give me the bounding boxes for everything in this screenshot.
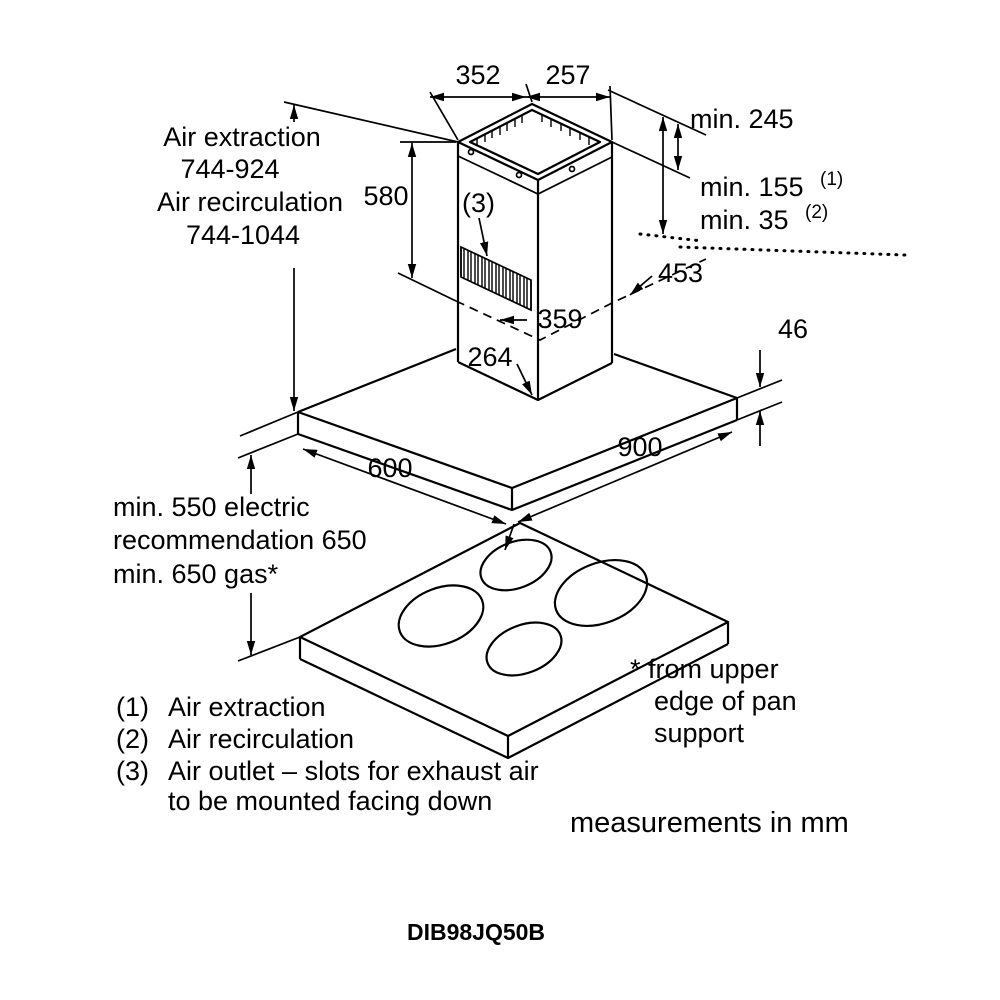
dim-ceiling-clearance-label: min. 245 (690, 104, 794, 134)
height-range-line4: 744-1044 (186, 220, 300, 250)
footnote1-num: (1) (116, 692, 149, 722)
dim-joint-extraction-label: min. 155 (700, 172, 804, 202)
pan-note-line2: edge of pan (654, 686, 797, 716)
dim-264-label: 264 (467, 342, 512, 372)
dim-canopy-thickness-label: 46 (778, 314, 808, 344)
burner-left (397, 584, 485, 648)
pan-note-line1: * from upper (630, 654, 779, 684)
chimney-duct (455, 102, 707, 402)
hob-clearance-line3: min. 650 gas* (113, 559, 279, 589)
hob-clearance-text: min. 550 electric recommendation 650 min… (113, 492, 367, 589)
pan-support-note: * from upper edge of pan support (630, 654, 797, 748)
dim-top-width-label: 352 (455, 60, 500, 90)
footnote3-text-line2: to be mounted facing down (168, 786, 492, 816)
air-outlet-slots (460, 245, 532, 312)
hob-clearance-line1: min. 550 electric (113, 492, 310, 522)
dimension-lines (237, 83, 907, 662)
dim-359-label: 359 (537, 304, 582, 334)
footnote3-text-line1: Air outlet – slots for exhaust air (168, 756, 539, 786)
telescopic-joint-dashed-line (455, 258, 707, 341)
height-range-line3: Air recirculation (157, 187, 343, 217)
footnotes: (1) Air extraction (2) Air recirculation… (116, 692, 539, 816)
hob (298, 521, 730, 760)
dim-joint-extraction-ref: (1) (820, 169, 843, 190)
pan-note-line3: support (654, 718, 745, 748)
dim-joint-recirculation-ref: (2) (805, 202, 828, 223)
dim-canopy-depth-label: 600 (367, 453, 412, 483)
dim-top-depth-label: 257 (545, 60, 590, 90)
dim-453-label: 453 (658, 258, 703, 288)
units-note: measurements in mm (570, 807, 849, 839)
footnote1-text: Air extraction (168, 692, 326, 722)
slots-ref-label: (3) (462, 188, 495, 218)
footnote2-num: (2) (116, 724, 149, 754)
height-range-line1: Air extraction (163, 122, 321, 152)
footnote3-num: (3) (116, 756, 149, 786)
footnote2-text: Air recirculation (168, 724, 354, 754)
dim-chimney-upper-label: 580 (363, 181, 408, 211)
height-range-line2: 744-924 (180, 154, 279, 184)
height-range-text: Air extraction 744-924 Air recirculation… (157, 122, 343, 250)
burner-front (485, 621, 563, 677)
hob-clearance-line2: recommendation 650 (113, 525, 367, 555)
dim-canopy-width-label: 900 (617, 432, 662, 462)
canopy (296, 347, 739, 512)
dim-joint-recirculation-label: min. 35 (700, 205, 789, 235)
model-number: DIB98JQ50B (407, 919, 545, 945)
burner-right (553, 559, 649, 627)
